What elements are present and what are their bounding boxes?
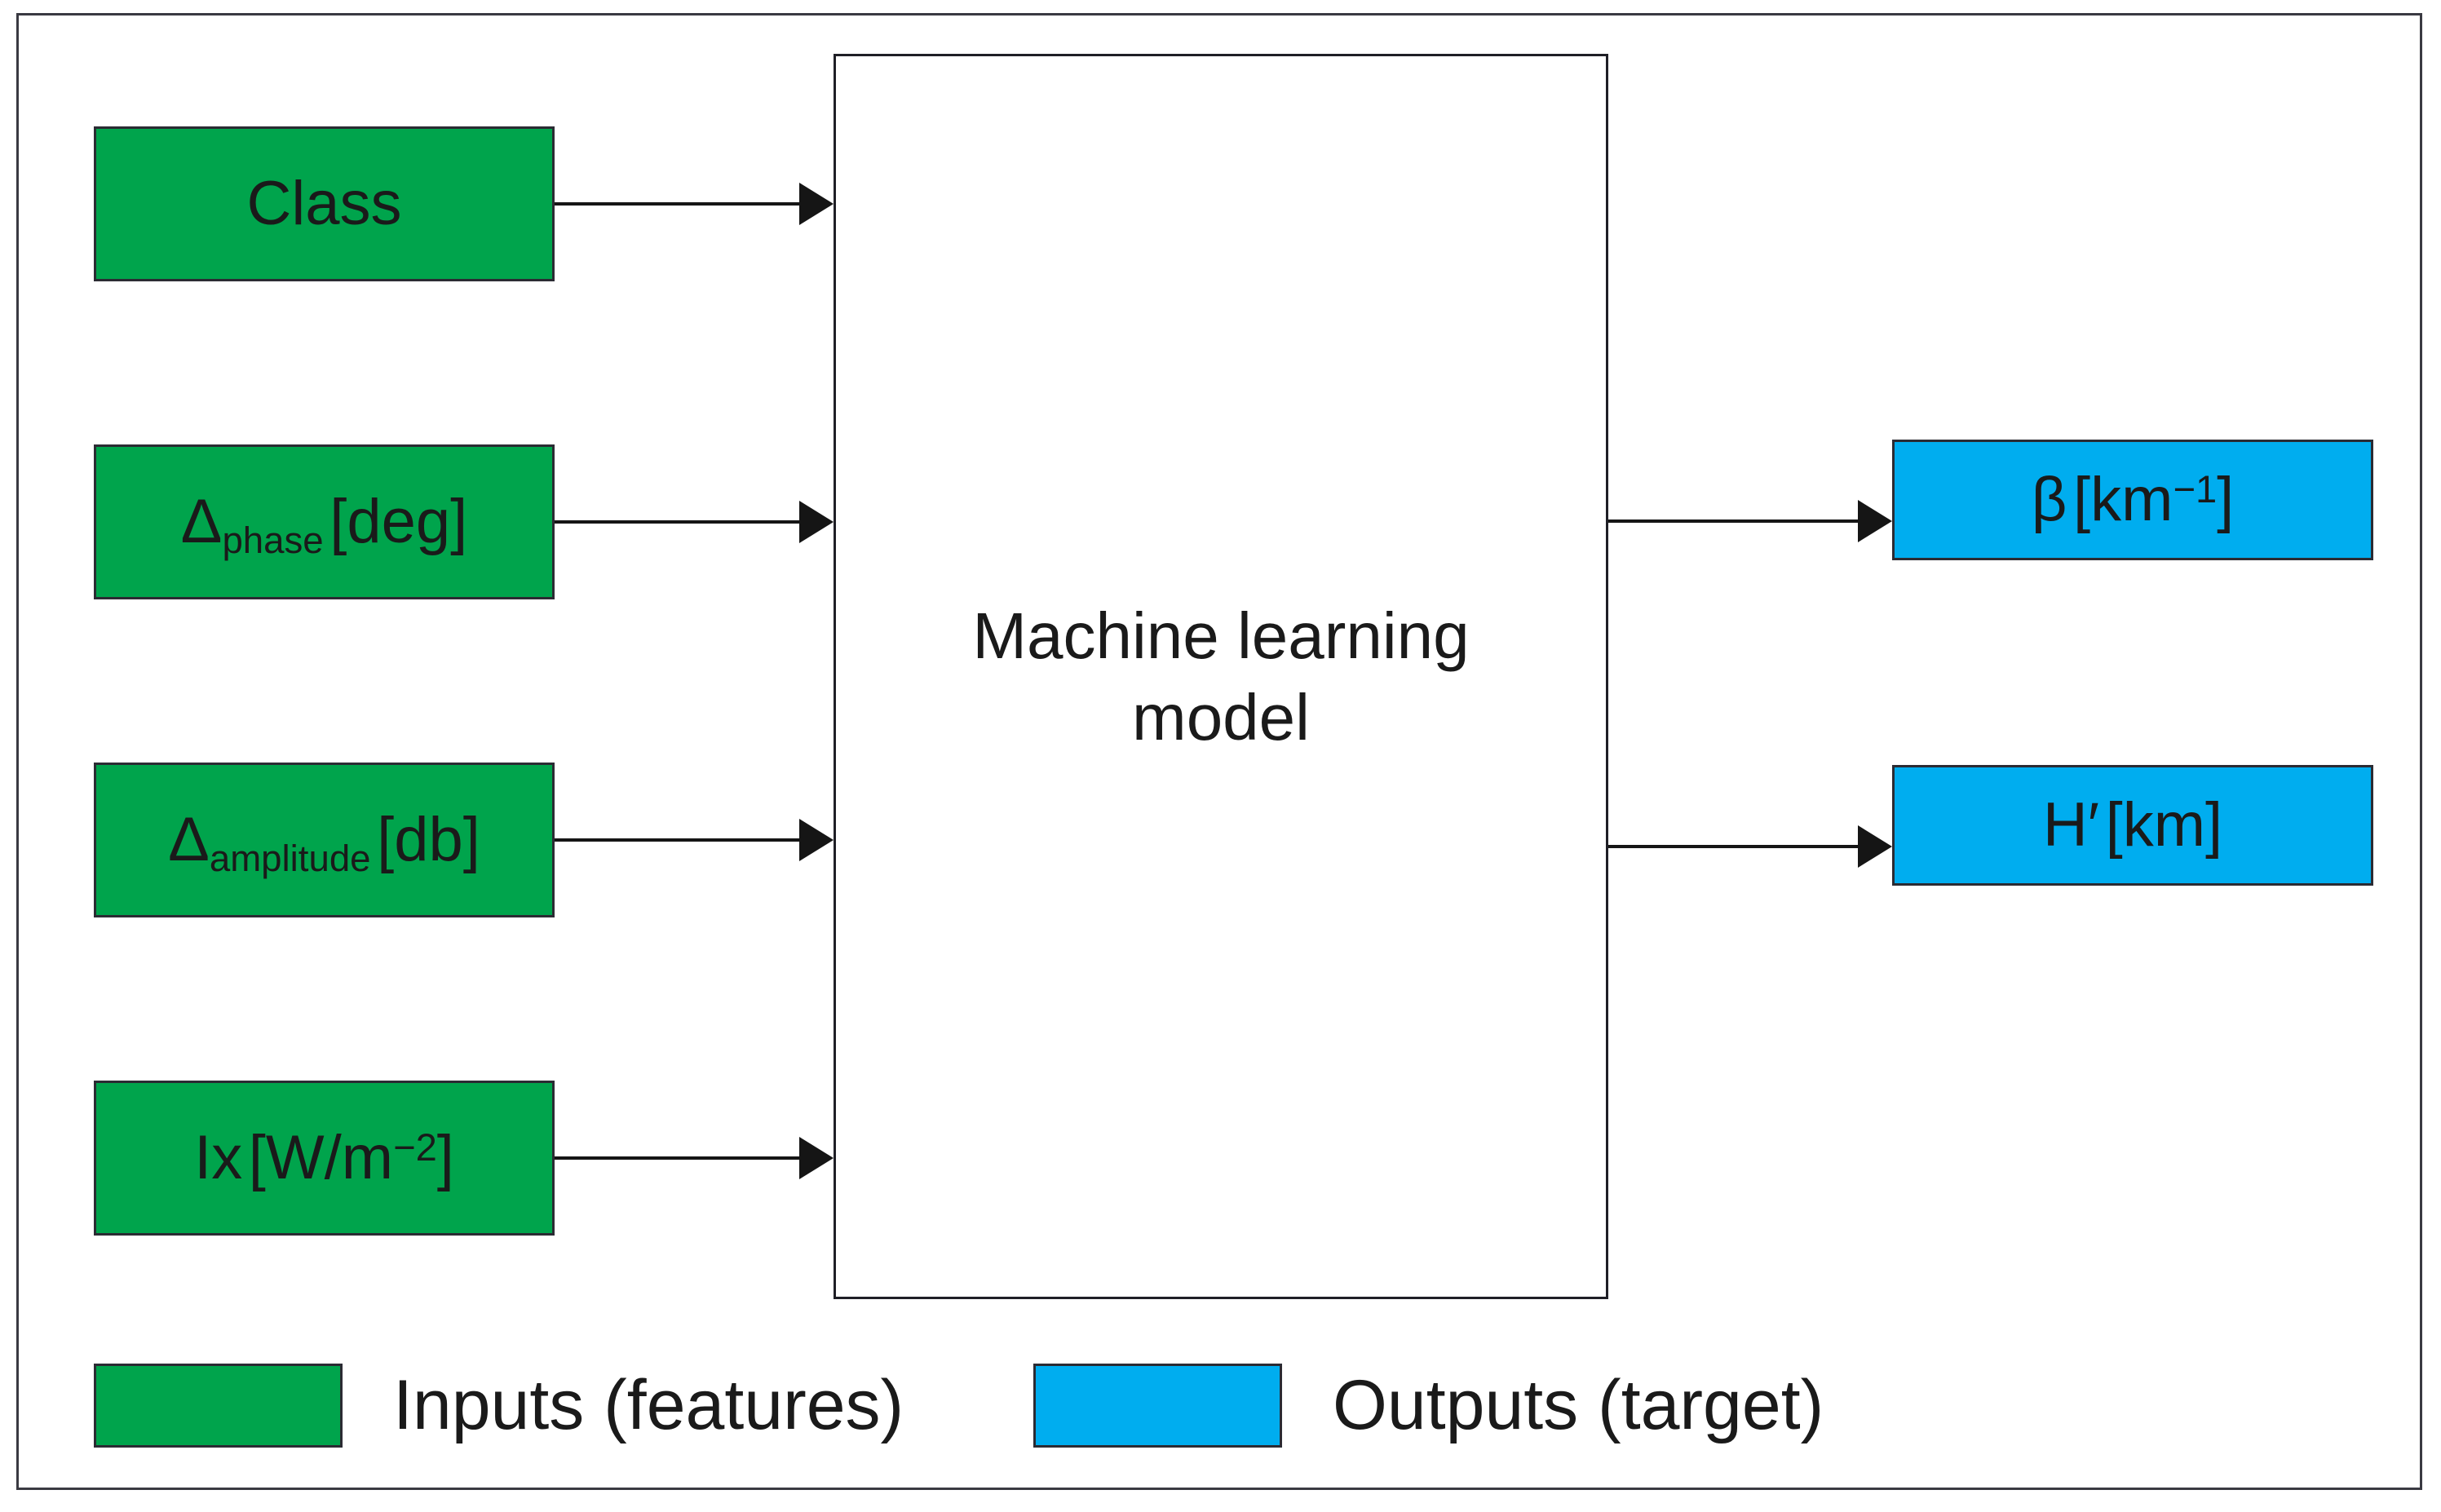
legend-label-inputs: Inputs (features) [393,1365,904,1444]
arrow-shaft [1608,519,1858,523]
ix-unit-exponent: −2 [393,1125,437,1169]
beta-symbol: β [2031,465,2067,535]
output-label-beta: β[km−1] [2032,467,2235,533]
arrow-shaft [555,838,799,842]
ix-symbol: Ix [194,1123,243,1193]
input-box-delta-phase: Δphase[deg] [94,444,555,599]
legend-item-inputs: Inputs (features) [94,1360,904,1450]
arrow-shaft [1608,845,1858,848]
beta-unit-prefix: [km [2073,465,2173,535]
input-box-ix: Ix[W/m−2] [94,1081,555,1236]
delta-phase-subscript: phase [222,519,324,561]
input-label-class: Class [246,169,402,239]
input-box-delta-amplitude: Δamplitude[db] [94,763,555,917]
model-label-line1: Machine learning [972,599,1470,672]
arrow-head [1858,825,1892,868]
delta-symbol: Δ [168,805,210,875]
ix-unit-prefix: [W/m [248,1123,394,1193]
model-box: Machine learning model [834,54,1608,1299]
output-box-beta: β[km−1] [1892,440,2373,560]
legend-label-outputs: Outputs (target) [1333,1365,1824,1444]
output-label-h-prime: H′[km] [2043,793,2222,858]
arrow-shaft [555,1156,799,1160]
h-prime-symbol: H′ [2042,790,2099,860]
legend-swatch-outputs [1033,1363,1282,1448]
delta-amplitude-subscript: amplitude [209,837,371,879]
beta-unit-exponent: −1 [2173,467,2218,511]
input-box-class: Class [94,126,555,281]
h-prime-unit-prefix: [km] [2105,790,2223,860]
arrow-shaft [555,520,799,524]
model-label-line2: model [1132,680,1310,754]
delta-symbol: Δ [180,487,223,557]
arrow-head [1858,500,1892,542]
arrow-head [799,501,834,543]
model-label: Machine learning model [972,595,1469,758]
input-label-delta-phase: Δphase[deg] [180,487,468,560]
beta-unit-suffix: ] [2217,465,2235,535]
legend-swatch-inputs [94,1363,343,1448]
ix-unit-suffix: ] [436,1123,454,1193]
arrow-shaft [555,202,799,206]
input-label-ix: Ix[W/m−2] [194,1125,454,1191]
legend: Inputs (features) Outputs (target) [94,1360,2133,1450]
arrow-head [799,819,834,861]
arrow-head [799,1137,834,1179]
output-box-h-prime: H′[km] [1892,765,2373,886]
legend-item-outputs: Outputs (target) [1033,1360,1824,1450]
arrow-head [799,183,834,225]
delta-phase-unit: [deg] [329,487,468,557]
delta-amplitude-unit: [db] [377,805,480,875]
input-label-delta-amplitude: Δamplitude[db] [168,805,480,878]
